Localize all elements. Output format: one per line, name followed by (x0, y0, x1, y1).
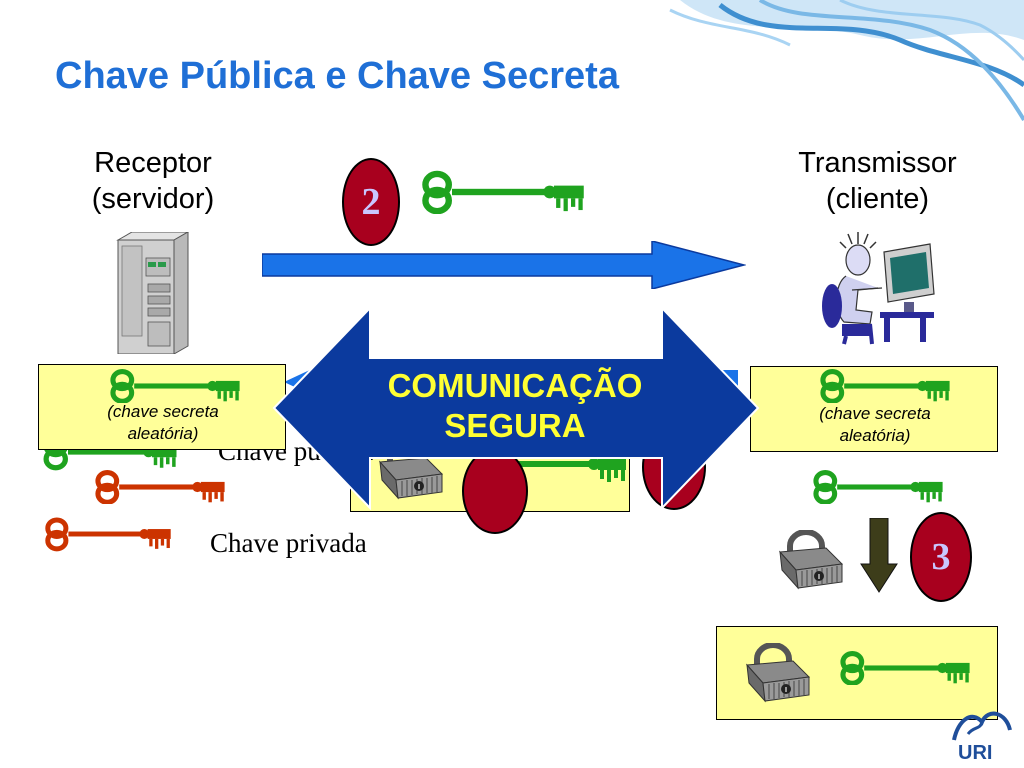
transmissor-label: Transmissor (cliente) (760, 145, 995, 218)
key-icon (107, 369, 243, 403)
secret-key-box-left: (chave secreta aleatória) (38, 364, 286, 450)
down-arrow (860, 518, 898, 594)
secret-key-box-right: (chave secreta aleatória) (750, 366, 998, 452)
receptor-line2: (servidor) (91, 183, 215, 216)
secure-line1: COMUNICAÇÃO (387, 367, 643, 404)
private-key-label: Chave privada (210, 528, 367, 558)
step-badge-3: 3 (910, 512, 972, 602)
hidden-badge (462, 448, 528, 534)
secure-banner-text: COMUNICAÇÃO SEGURA (340, 366, 690, 445)
caption-line1: (chave secreta (819, 404, 931, 423)
encrypted-key-box (716, 626, 998, 720)
server-icon (110, 232, 190, 354)
receptor-line1: Receptor (94, 147, 212, 179)
caption-line2: aleatória) (127, 424, 199, 444)
padlock-icon (776, 530, 846, 590)
key-icon (42, 512, 174, 556)
slide-title: Chave Pública e Chave Secreta (55, 55, 619, 97)
key-icon (837, 651, 973, 685)
smoke-decoration (640, 0, 1024, 130)
secure-line2: SEGURA (444, 406, 586, 444)
key-icon (92, 470, 228, 504)
caption-line1: (chave secreta (107, 402, 219, 421)
secret-key-caption: (chave secreta aleatória) (39, 401, 287, 445)
uri-logo (948, 700, 1018, 764)
secure-communication-banner (272, 306, 760, 510)
padlock-icon (743, 643, 813, 703)
receptor-label: Receptor (servidor) (58, 145, 248, 218)
step-badge-2: 2 (342, 158, 400, 246)
key-icon (418, 170, 588, 214)
key-icon (817, 369, 953, 403)
right-arrow (262, 241, 746, 289)
secret-key-caption: (chave secreta aleatória) (751, 403, 999, 447)
user-computer-icon (812, 232, 942, 347)
caption-line2: aleatória) (839, 426, 911, 446)
transmissor-line1: Transmissor (798, 147, 957, 179)
uri-logo-text: URI (958, 742, 993, 764)
key-icon (810, 470, 946, 504)
transmissor-line2: (cliente) (825, 183, 930, 216)
